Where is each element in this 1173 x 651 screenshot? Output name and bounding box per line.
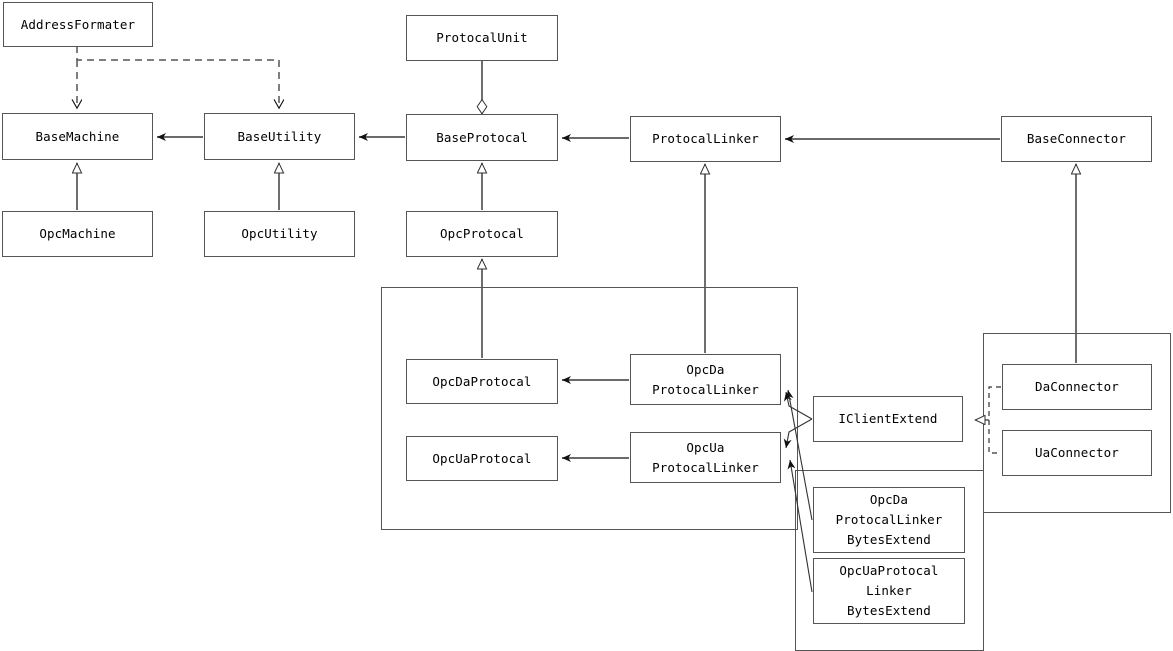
class-box-opc-da-protocal[interactable]: OpcDaProtocal (406, 359, 558, 404)
class-box-address-formater[interactable]: AddressFormater (3, 2, 153, 47)
class-box-base-utility[interactable]: BaseUtility (204, 113, 355, 160)
class-box-opc-ua-protocal-linker[interactable]: OpcUa ProtocalLinker (630, 432, 781, 483)
class-box-opc-da-protocal-linker-bytes-extend[interactable]: OpcDa ProtocalLinker BytesExtend (813, 487, 965, 553)
class-box-ua-connector[interactable]: UaConnector (1002, 430, 1152, 476)
class-box-opc-protocal[interactable]: OpcProtocal (406, 211, 558, 257)
class-box-base-protocal[interactable]: BaseProtocal (406, 114, 558, 161)
class-box-opc-ua-protocal[interactable]: OpcUaProtocal (406, 436, 558, 481)
class-box-opc-ua-protocal-linker-bytes-extend[interactable]: OpcUaProtocal Linker BytesExtend (813, 558, 965, 624)
class-box-opc-utility[interactable]: OpcUtility (204, 211, 355, 257)
class-box-opc-da-protocal-linker[interactable]: OpcDa ProtocalLinker (630, 354, 781, 405)
class-box-protocal-unit[interactable]: ProtocalUnit (406, 15, 558, 61)
class-box-iclient-extend[interactable]: IClientExtend (813, 396, 963, 442)
class-box-base-machine[interactable]: BaseMachine (2, 113, 153, 160)
class-box-protocal-linker[interactable]: ProtocalLinker (630, 116, 781, 162)
class-box-da-connector[interactable]: DaConnector (1002, 364, 1152, 410)
class-box-base-connector[interactable]: BaseConnector (1001, 116, 1152, 162)
class-box-opc-machine[interactable]: OpcMachine (2, 211, 153, 257)
group-frame-opc-protocal-linkers (381, 287, 798, 530)
